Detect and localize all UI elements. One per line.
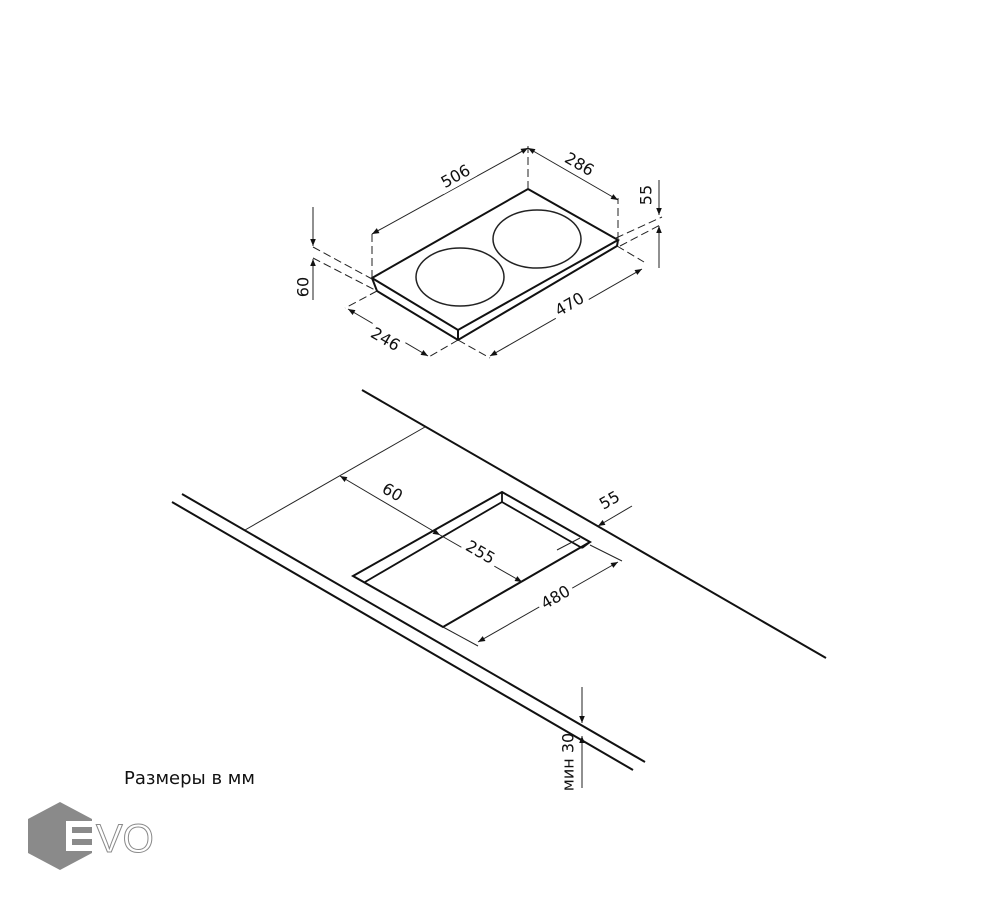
dim-line-cut-60 bbox=[339, 475, 441, 536]
dim-min-30: мин 30 bbox=[559, 733, 578, 791]
dim-55: 55 bbox=[637, 185, 656, 205]
dim-line-286 bbox=[527, 147, 619, 201]
dim-60: 60 bbox=[294, 277, 313, 297]
countertop-back-edge bbox=[361, 389, 827, 659]
units-caption: Размеры в мм bbox=[124, 768, 255, 789]
right-burner bbox=[492, 209, 582, 269]
svg-text:VO: VO bbox=[96, 817, 154, 861]
hob-drawing: 506 286 55 60 246 470 bbox=[294, 146, 663, 359]
evo-logo: VO bbox=[28, 802, 154, 870]
dim-cut-55: 55 bbox=[596, 487, 623, 514]
countertop-drawing: 60 255 55 480 мин 30 bbox=[171, 389, 827, 791]
countertop-front-bottom-edge bbox=[171, 501, 634, 771]
countertop-front-top-edge bbox=[181, 493, 646, 763]
dim-line-cut-55 bbox=[597, 505, 633, 527]
dim-line-506 bbox=[371, 147, 529, 235]
left-burner bbox=[415, 247, 505, 307]
